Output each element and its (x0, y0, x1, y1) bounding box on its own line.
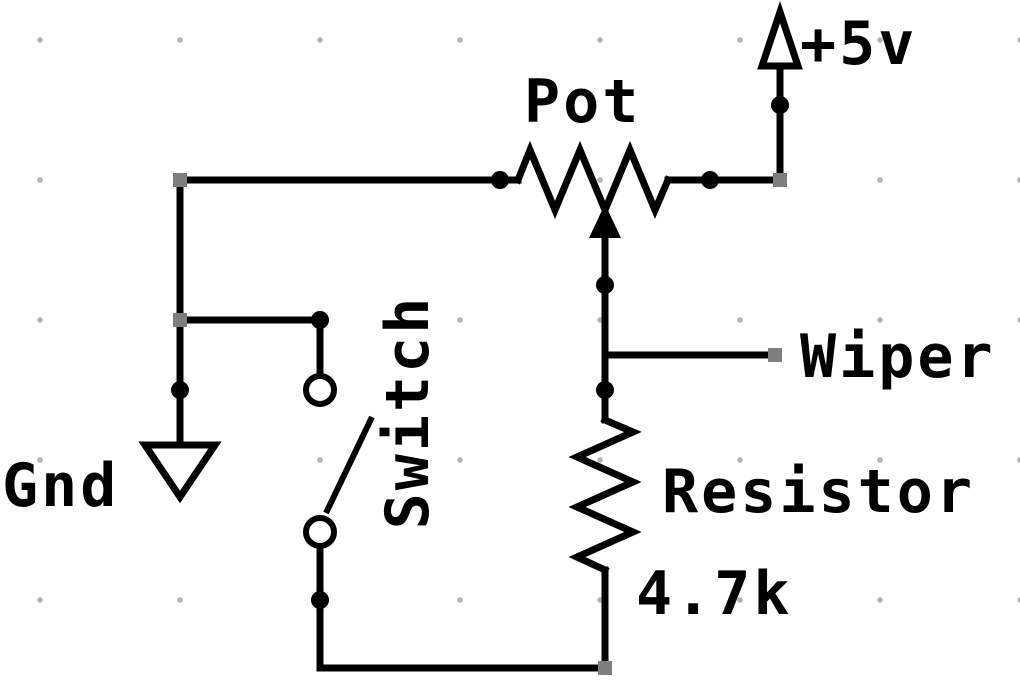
terminal-square-top-left (173, 173, 187, 187)
junction-dot (171, 381, 189, 399)
switch-contact-top (303, 373, 337, 407)
terminal-square-bottom (598, 661, 612, 675)
switch-contact-bottom (303, 515, 337, 549)
supply-label: +5v (800, 9, 917, 79)
wire-switch-bottom (316, 543, 609, 672)
wiper-label: Wiper (800, 322, 996, 392)
junction-dot (596, 276, 614, 294)
ground-symbol-icon (138, 441, 222, 504)
terminal-square-top-right (773, 173, 787, 187)
junction-dot (701, 171, 719, 189)
resistor-value-label: 4.7k (636, 559, 793, 629)
junction-dot (491, 171, 509, 189)
potentiometer-zigzag (513, 140, 673, 220)
junction-dot (771, 96, 789, 114)
resistor-zigzag (568, 415, 642, 575)
junction-dot (311, 591, 329, 609)
resistor-label: Resistor (662, 457, 975, 527)
pot-label: Pot (524, 67, 641, 137)
switch-lever (323, 415, 375, 515)
wire-switch-branch (176, 316, 324, 379)
switch-label: Switch (373, 295, 443, 530)
ground-label: Gnd (2, 451, 119, 521)
terminal-square-wiper (768, 348, 782, 362)
pot-wiper-arrowhead-icon (589, 204, 621, 238)
junction-dot (311, 311, 329, 329)
power-arrow-icon (757, 0, 803, 70)
terminal-square-switch-branch (173, 313, 187, 327)
junction-dot (596, 381, 614, 399)
